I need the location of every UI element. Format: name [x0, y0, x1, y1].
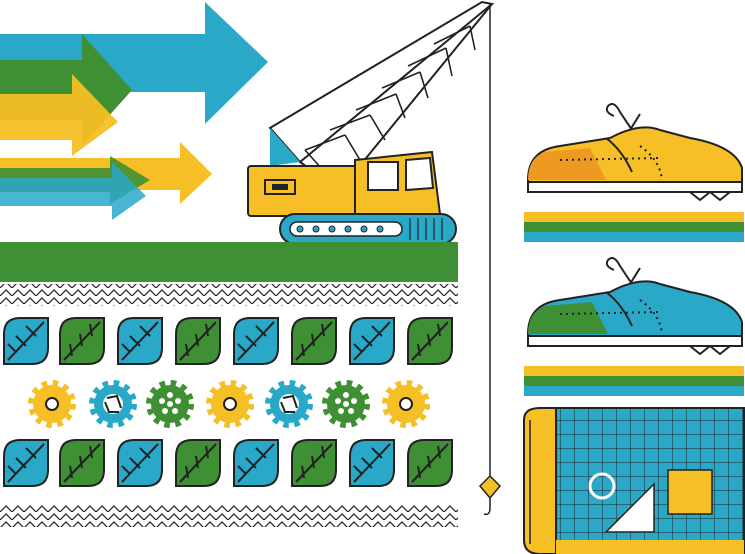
shoe-shelf-stripe — [524, 232, 744, 242]
leaf-icon — [407, 317, 453, 365]
gear-row — [28, 380, 430, 428]
leaf-icon — [3, 317, 49, 365]
arrows-group — [0, 2, 268, 220]
gear-icon — [146, 380, 194, 428]
gear-icon — [322, 380, 370, 428]
leaf-icon — [349, 317, 395, 365]
shoe-shelf-stripe — [524, 222, 744, 232]
shoe-icon — [527, 103, 743, 202]
leaf-icon — [59, 439, 105, 487]
zigzag-band-top — [0, 284, 458, 306]
arrow-icon — [0, 74, 118, 156]
leaf-icon — [117, 439, 163, 487]
leaf-row-bottom — [3, 439, 453, 487]
shoe-shelf-stripe — [524, 366, 744, 376]
gear-icon — [28, 380, 76, 428]
gear-icon — [265, 380, 313, 428]
gear-icon — [206, 380, 254, 428]
arrow-icon — [0, 2, 268, 124]
leaf-icon — [233, 317, 279, 365]
leaf-icon — [175, 317, 221, 365]
crane-icon — [247, 0, 502, 516]
arrow-icon — [0, 162, 146, 220]
grass-band — [0, 242, 458, 282]
leaf-icon — [291, 439, 337, 487]
gear-icon — [89, 380, 137, 428]
shoe-shelf-stripe — [524, 386, 744, 396]
leaf-icon — [3, 439, 49, 487]
leaf-icon — [117, 317, 163, 365]
leaf-icon — [349, 439, 395, 487]
blueprint-icon — [523, 407, 745, 554]
leaf-icon — [291, 317, 337, 365]
leaf-icon — [233, 439, 279, 487]
leaf-icon — [175, 439, 221, 487]
leaf-row-top — [3, 317, 453, 365]
shoe-icon — [527, 257, 743, 356]
leaf-icon — [407, 439, 453, 487]
shoe-shelf-stripe — [524, 376, 744, 386]
gear-icon — [382, 380, 430, 428]
shoe-shelf-stripe — [524, 212, 744, 222]
leaf-icon — [59, 317, 105, 365]
zigzag-band-bottom — [0, 505, 458, 527]
